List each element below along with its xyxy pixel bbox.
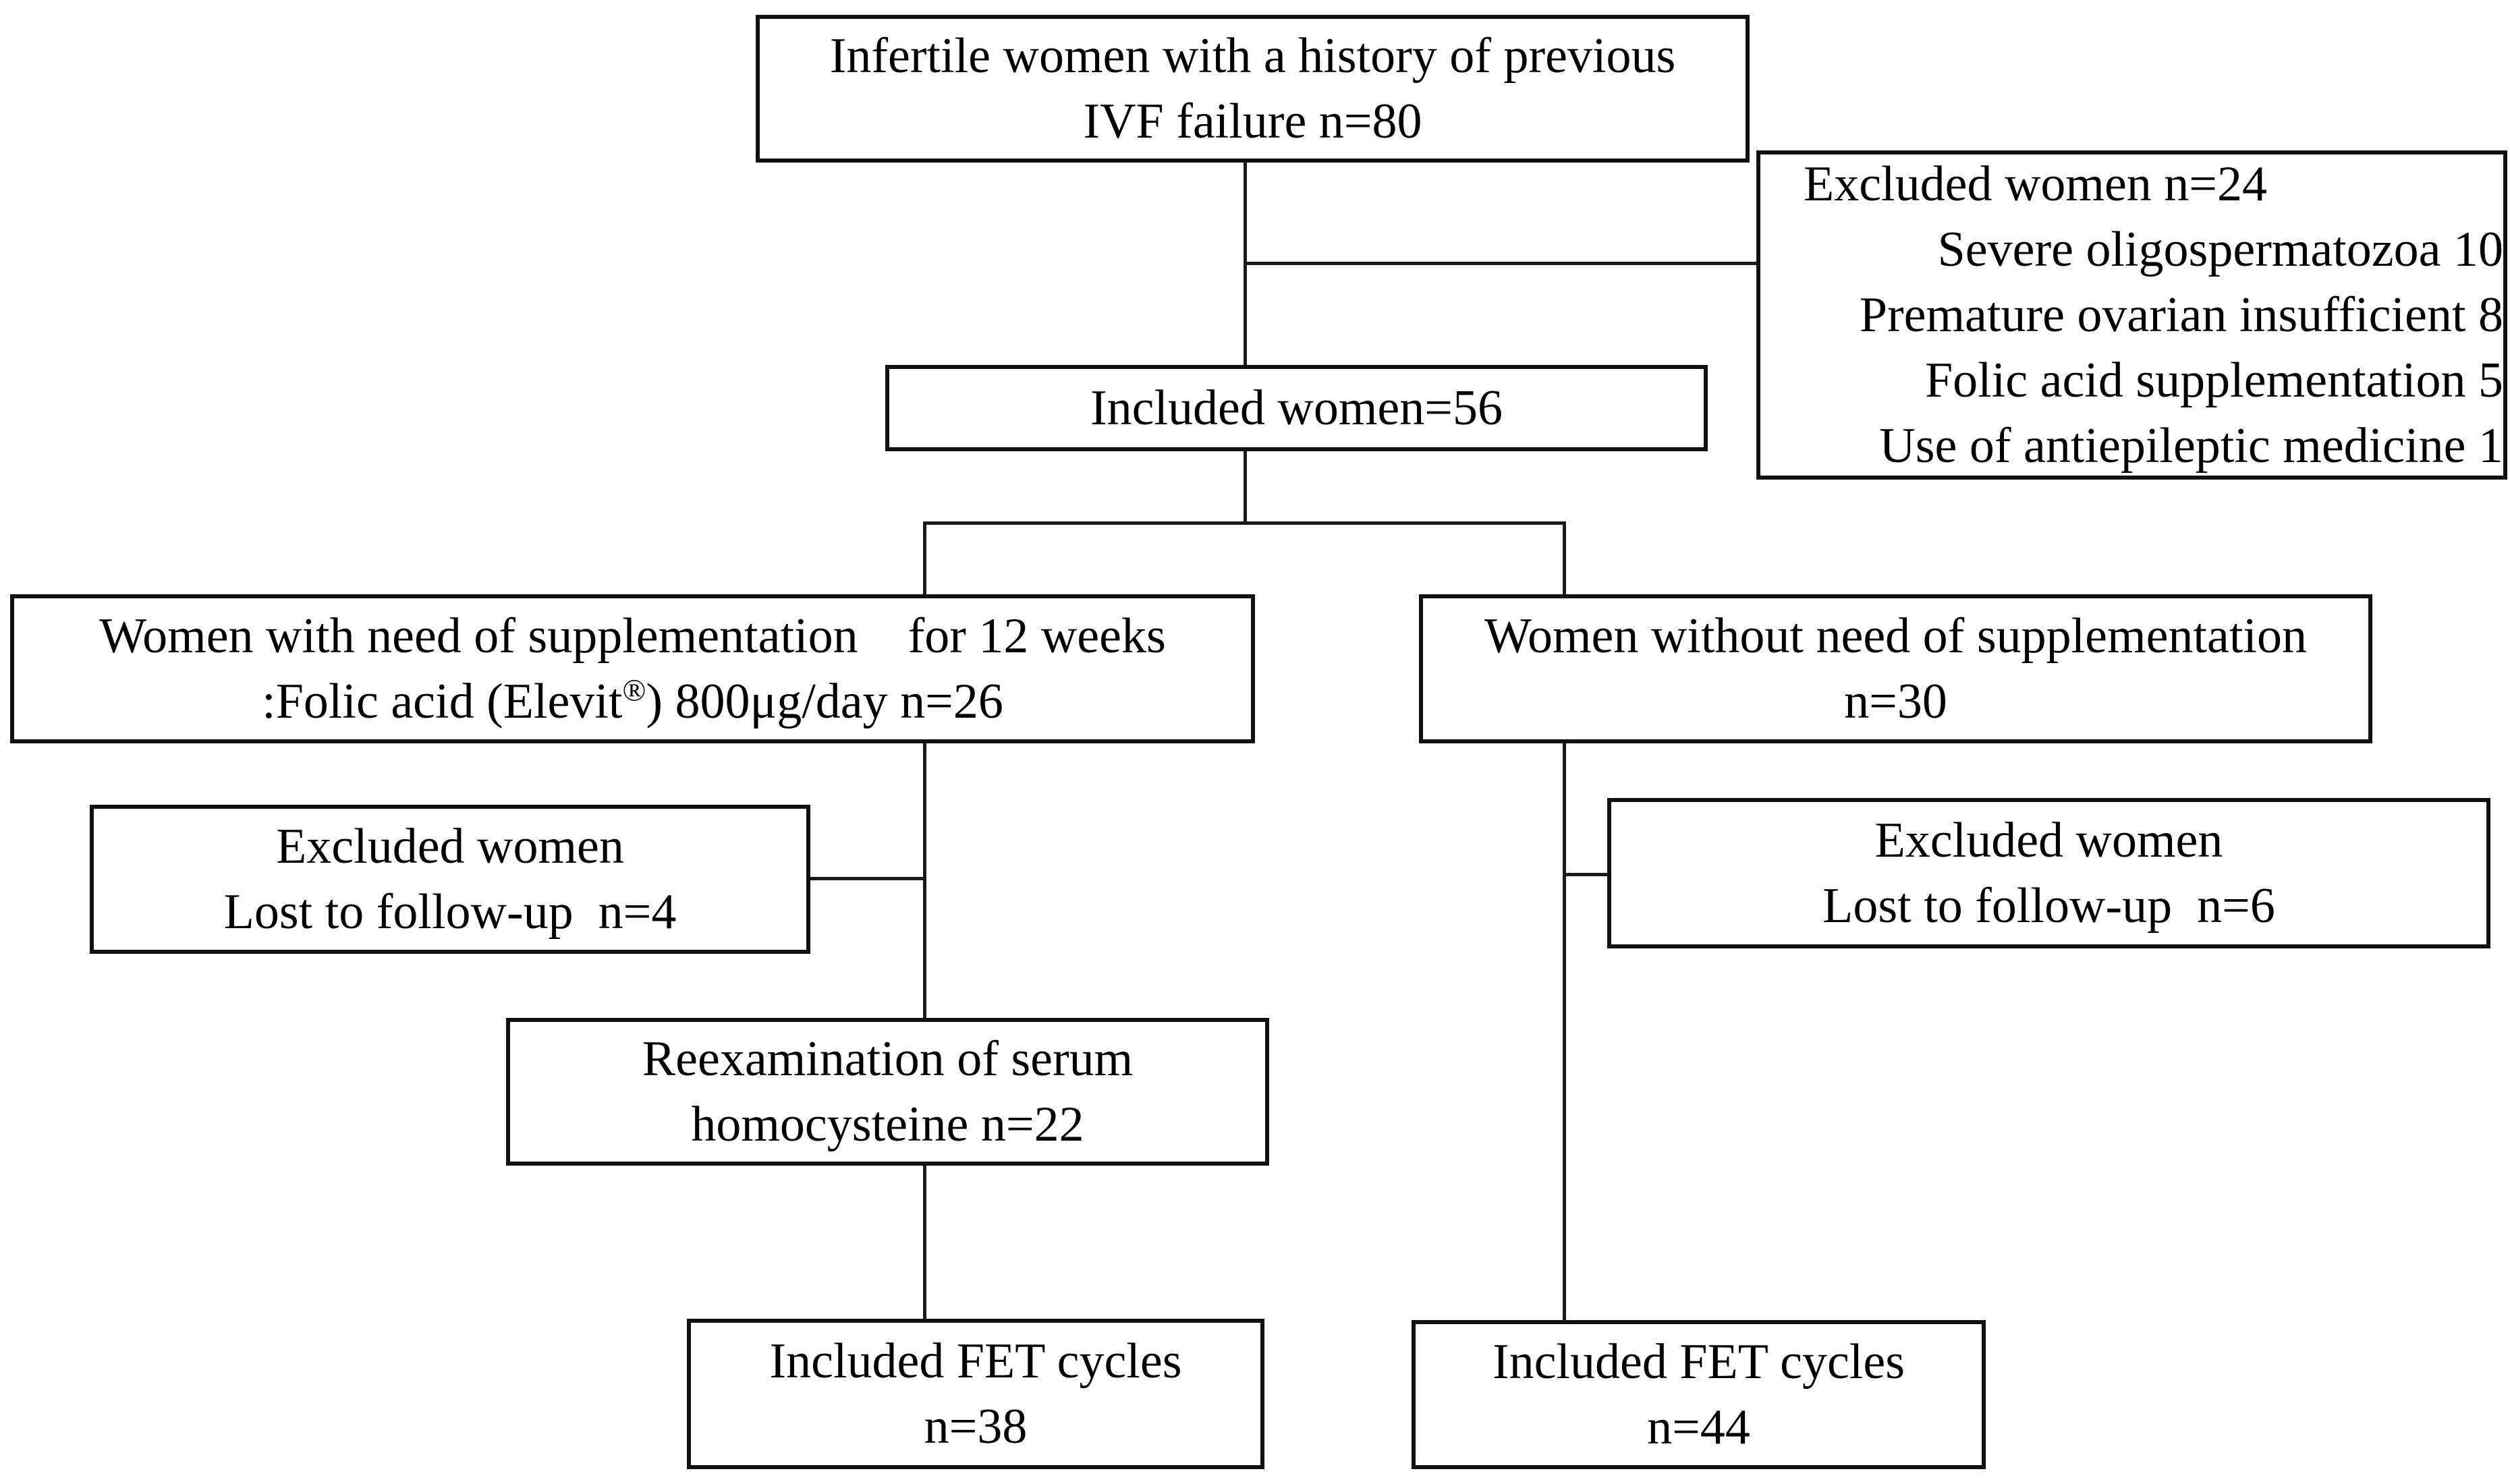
connector-branch-to-left-box: [923, 521, 926, 597]
node-text: Women with need of supplementation for 1…: [99, 608, 1166, 664]
node-text: Women without need of supplementation: [1484, 608, 2307, 664]
connector-to-excluded-list: [1244, 262, 1760, 265]
node-text: n=44: [1647, 1399, 1750, 1455]
node-excluded-reasons: Excluded women n=24 Severe oligospermato…: [1756, 150, 2507, 480]
node-reexamination: Reexamination of serum homocysteine n=22: [506, 1018, 1269, 1166]
node-left-fet-cycles: Included FET cycles n=38: [687, 1319, 1264, 1469]
node-left-lost-followup: Excluded women Lost to follow-up n=4: [90, 805, 810, 954]
node-text: n=30: [1844, 673, 1947, 729]
node-supplementation-group: Women with need of supplementation for 1…: [10, 594, 1255, 743]
node-text: Excluded women n=24: [1804, 156, 2268, 212]
connector-reexam-to-left-fet: [923, 1163, 926, 1321]
connector-right-excluded-link: [1563, 873, 1611, 876]
node-text: Included women=56: [1090, 380, 1503, 436]
node-right-fet-cycles: Included FET cycles n=44: [1412, 1320, 1986, 1469]
node-text: Severe oligospermatozoa 10: [1937, 221, 2503, 277]
node-text: Reexamination of serum: [642, 1031, 1134, 1087]
node-text: Excluded women: [276, 818, 624, 874]
node-text: Lost to follow-up n=6: [1822, 878, 2275, 934]
connector-branch-to-right-box: [1563, 521, 1566, 597]
node-text: :Folic acid (Elevit®) 800μg/day n=26: [262, 672, 1003, 729]
node-infertile-women: Infertile women with a history of previo…: [756, 15, 1750, 163]
connector-branch-horizontal: [923, 521, 1566, 525]
node-text: homocysteine n=22: [691, 1096, 1084, 1152]
node-text: Included FET cycles: [1492, 1334, 1905, 1390]
registered-trademark-symbol: ®: [622, 672, 646, 707]
connector-left-excluded-link: [808, 877, 926, 880]
node-text: Excluded women: [1874, 812, 2223, 868]
connector-left-box-to-reexam: [923, 741, 926, 1021]
node-text: Premature ovarian insufficient 8: [1859, 287, 2503, 343]
node-text: Lost to follow-up n=4: [223, 884, 677, 940]
node-text: n=38: [924, 1398, 1028, 1454]
connector-included-to-branch: [1244, 450, 1247, 524]
node-text: Use of antiepileptic medicine 1: [1879, 418, 2503, 474]
connector-right-box-to-right-fet: [1563, 741, 1566, 1323]
node-right-lost-followup: Excluded women Lost to follow-up n=6: [1607, 798, 2490, 948]
node-text: Infertile women with a history of previo…: [829, 28, 1676, 84]
node-included-women: Included women=56: [885, 365, 1708, 451]
node-text: Folic acid supplementation 5: [1925, 352, 2503, 408]
node-text: IVF failure n=80: [1083, 93, 1422, 149]
node-no-supplementation-group: Women without need of supplementation n=…: [1419, 594, 2372, 743]
node-text: Included FET cycles: [769, 1333, 1182, 1389]
